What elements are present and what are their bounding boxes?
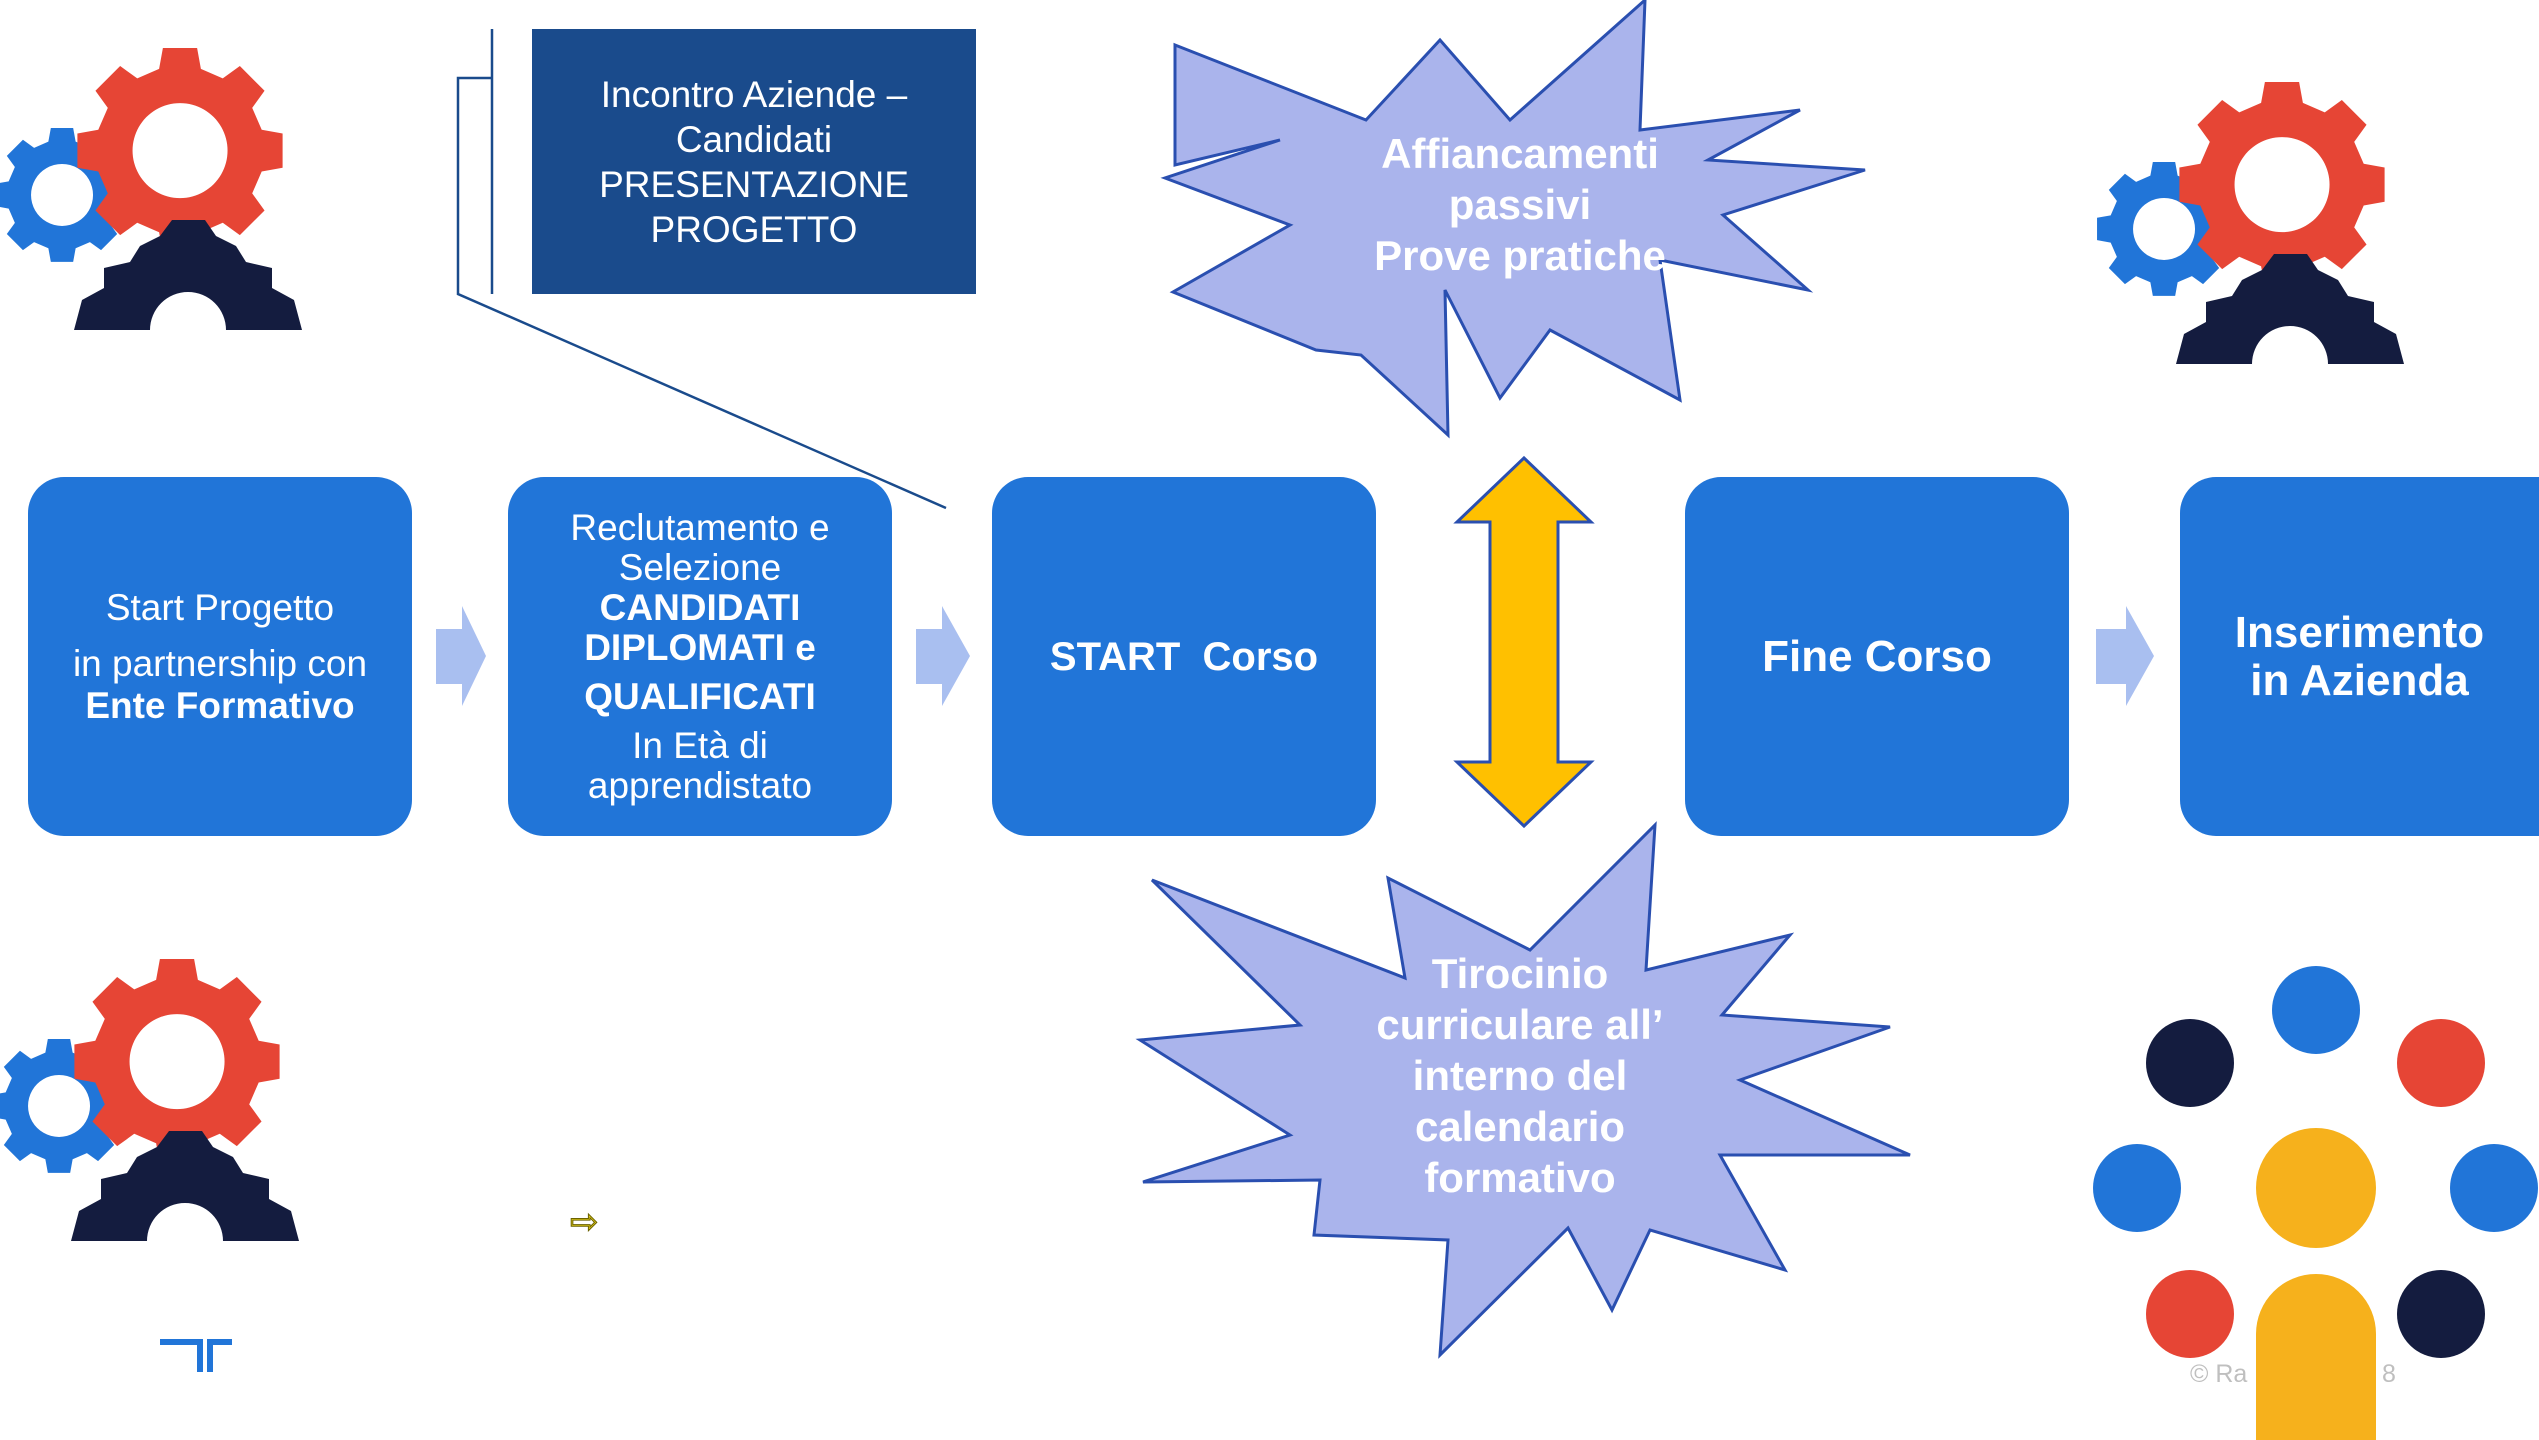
gears-top-left-icon: [0, 48, 302, 330]
step-start-corso-label: START Corso: [1049, 634, 1319, 679]
step-start-progetto-line-3: Ente Formativo: [85, 684, 355, 726]
starburst-bottom-line-3: interno del: [1412, 1052, 1628, 1099]
callout-connector: [456, 29, 947, 510]
chevron-arrows: [436, 606, 2154, 706]
starburst-top: [1160, 0, 1866, 439]
step-fine-corso: Fine Corso: [1685, 477, 2069, 836]
step-reclutamento: Reclutamento e Selezione CANDIDATI DIPLO…: [508, 477, 892, 836]
step-inserimento-line-1: Inserimento: [2234, 607, 2485, 657]
gears-top-right-icon: [2097, 82, 2404, 364]
step-reclutamento-line-6: In Età di: [632, 724, 768, 766]
intro-meeting-line-2: Candidati: [675, 118, 833, 160]
gears-bottom-left-icon: [0, 959, 299, 1241]
step-inserimento: Inserimento in Azienda: [2180, 477, 2539, 836]
people-dots-icon: [2093, 966, 2538, 1440]
step-reclutamento-line-3: CANDIDATI: [599, 586, 801, 628]
starburst-top-line-1: Affiancamenti: [1381, 130, 1659, 177]
step-reclutamento-line-4: DIPLOMATI e: [584, 626, 816, 668]
step-reclutamento-line-1: Reclutamento e: [570, 506, 830, 548]
step-start-progetto-line-1: Start Progetto: [105, 586, 335, 628]
step-start-progetto-line-2: in partnership con: [72, 642, 368, 684]
copyright-right: 8: [2382, 1360, 2396, 1388]
starburst-top-text: Affiancamenti passivi Prove pratiche: [1300, 128, 1740, 281]
step-inserimento-line-2: in Azienda: [2250, 655, 2469, 705]
intro-meeting-box: Incontro Aziende – Candidati PRESENTAZIO…: [532, 29, 976, 294]
step-start-corso: START Corso: [992, 477, 1376, 836]
randstad-logo-icon: [160, 1339, 232, 1372]
step-fine-corso-label: Fine Corso: [1762, 631, 1992, 681]
starburst-bottom-line-4: calendario: [1414, 1103, 1626, 1150]
step-start-progetto: Start Progetto in partnership con Ente F…: [28, 477, 412, 836]
starburst-bottom-line-5: formativo: [1424, 1154, 1616, 1201]
double-arrow-icon: [1453, 455, 1595, 829]
step-reclutamento-line-5: QUALIFICATI: [584, 675, 816, 717]
intro-meeting-line-3: PRESENTAZIONE: [599, 163, 909, 205]
intro-meeting-line-1: Incontro Aziende –: [600, 73, 908, 115]
step-reclutamento-line-2: Selezione: [618, 546, 782, 588]
starburst-bottom-text: Tirocinio curriculare all’ interno del c…: [1290, 948, 1750, 1203]
small-arrow-icon: ⇨: [570, 1203, 599, 1242]
step-reclutamento-line-7: apprendistato: [587, 764, 813, 806]
copyright-left: © Ra: [2190, 1360, 2248, 1388]
starburst-top-line-3: Prove pratiche: [1374, 232, 1666, 279]
starburst-bottom-line-2: curriculare all’: [1376, 1001, 1664, 1048]
intro-meeting-line-4: PROGETTO: [650, 208, 858, 250]
starburst-bottom: [1135, 821, 1911, 1359]
starburst-top-line-2: passivi: [1448, 181, 1592, 228]
starburst-bottom-line-1: Tirocinio: [1431, 950, 1609, 997]
